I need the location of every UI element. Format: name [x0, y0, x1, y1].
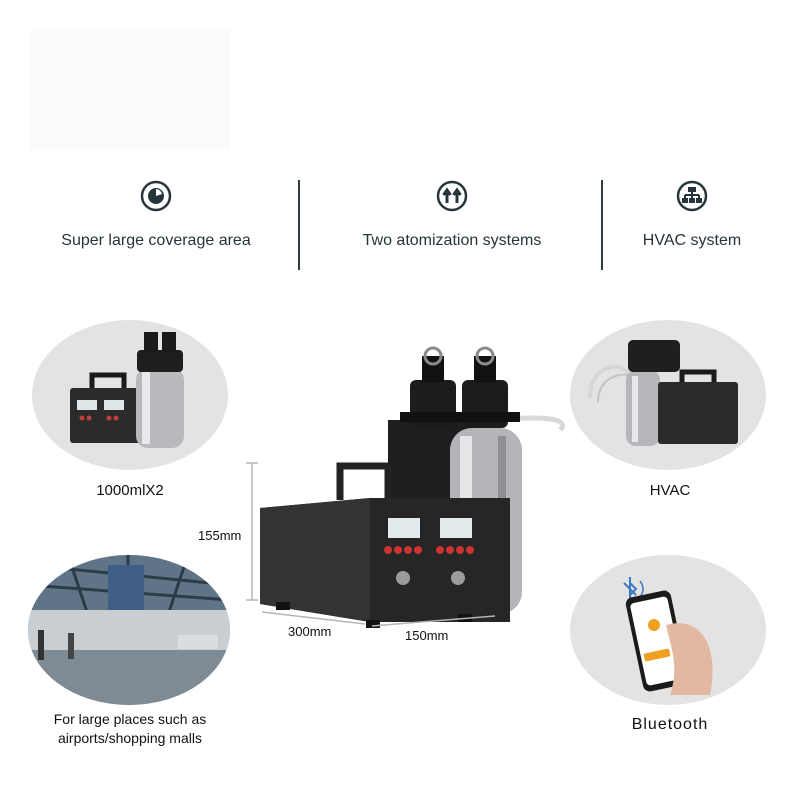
- caption-bluetooth: Bluetooth: [631, 716, 709, 733]
- double-up-arrow-icon: [436, 180, 468, 212]
- hvac-illustration: [588, 340, 738, 446]
- feature-hvac: HVAC system: [572, 180, 800, 250]
- feature-label: Two atomization systems: [362, 232, 542, 249]
- caption-hvac: HVAC: [649, 482, 691, 499]
- divider: [298, 180, 300, 270]
- feature-label: Super large coverage area: [61, 232, 251, 249]
- feature-atomization: Two atomization systems: [332, 180, 572, 250]
- feature-label: HVAC system: [642, 232, 742, 249]
- feature-coverage: Super large coverage area: [36, 180, 276, 250]
- device-illustration: [70, 332, 184, 448]
- dimension-length: 300mm: [288, 624, 332, 639]
- product-photo-1000ml: [32, 320, 228, 470]
- caption-airport: For large places such as airports/shoppi…: [30, 710, 230, 748]
- caption-airport-line1: For large places such as: [53, 711, 207, 727]
- network-tree-icon: [676, 180, 708, 212]
- phone-illustration: [623, 577, 713, 695]
- dimension-width: 150mm: [405, 628, 449, 643]
- caption-1000ml: 1000mlX2: [96, 482, 164, 499]
- dimension-height: 155mm: [198, 528, 242, 543]
- airport-illustration: [28, 555, 230, 705]
- clock-dial-icon: [140, 180, 172, 212]
- caption-airport-line2: airports/shopping malls: [58, 730, 202, 746]
- airport-photo: [28, 555, 230, 705]
- bluetooth-photo: [570, 555, 766, 705]
- main-device-illustration: [260, 346, 565, 628]
- divider: [601, 180, 603, 270]
- blank-placeholder: [30, 30, 230, 150]
- product-photo-hvac: [570, 320, 766, 470]
- main-device: [240, 340, 580, 640]
